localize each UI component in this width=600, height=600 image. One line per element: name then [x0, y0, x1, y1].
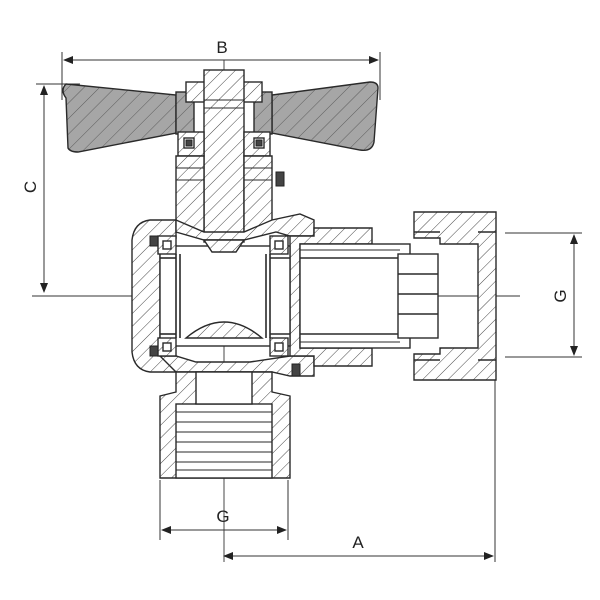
dimension-g-outlet-label: G	[551, 289, 570, 302]
dimension-g-outlet: G	[505, 232, 582, 358]
ball-assembly	[157, 235, 291, 357]
dimension-g-inlet-label: G	[216, 507, 229, 526]
dimension-b: B	[61, 38, 381, 100]
union-nut	[413, 211, 497, 381]
valve-stem	[203, 69, 245, 243]
dimension-a-label: A	[352, 533, 364, 552]
inlet-port	[159, 371, 291, 479]
outlet-pipe	[299, 243, 439, 349]
dimension-c-label: C	[21, 181, 40, 193]
bonnet	[175, 131, 285, 233]
dimension-a: A	[223, 370, 496, 562]
valve-body	[131, 213, 373, 377]
butterfly-handle	[62, 81, 379, 153]
dimension-b-label: B	[216, 38, 227, 57]
